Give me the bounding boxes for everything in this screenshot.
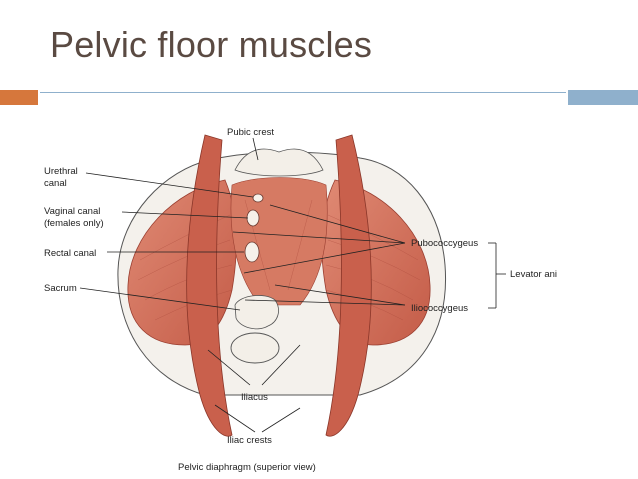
title-divider [40, 92, 566, 93]
label-levator-ani: Levator ani [510, 269, 557, 280]
label-iliacus: Iliacus [241, 392, 268, 403]
label-pubic-crest: Pubic crest [227, 127, 274, 138]
central-levator-muscle [230, 177, 328, 306]
label-iliac-crests: Iliac crests [227, 435, 272, 446]
label-pubococcygeus: Pubococcygeus [411, 238, 478, 249]
rectal-canal [244, 241, 260, 263]
label-iliococcygeus: Iliococcygeus [411, 303, 468, 314]
muscle-fibers [137, 199, 421, 321]
label-sacrum: Sacrum [44, 283, 77, 294]
slide-title: Pelvic floor muscles [50, 24, 373, 65]
label-vaginal-canal-line1: Vaginal canal [44, 206, 100, 217]
urethral-canal [252, 193, 264, 203]
sacrum-bone [234, 295, 279, 330]
leader-lines [79, 137, 506, 433]
accent-bar-right [568, 90, 638, 105]
sacrum-base [230, 332, 280, 364]
right-iliacus-muscle [325, 134, 372, 437]
label-rectal-canal: Rectal canal [44, 248, 96, 259]
vaginal-canal [246, 209, 260, 227]
label-urethral-canal-line2: canal [44, 178, 67, 189]
accent-bar-left [0, 90, 38, 105]
label-vaginal-canal-line2: (females only) [44, 218, 104, 229]
figure-caption: Pelvic diaphragm (superior view) [178, 462, 316, 473]
label-urethral-canal-line1: Urethral [44, 166, 78, 177]
